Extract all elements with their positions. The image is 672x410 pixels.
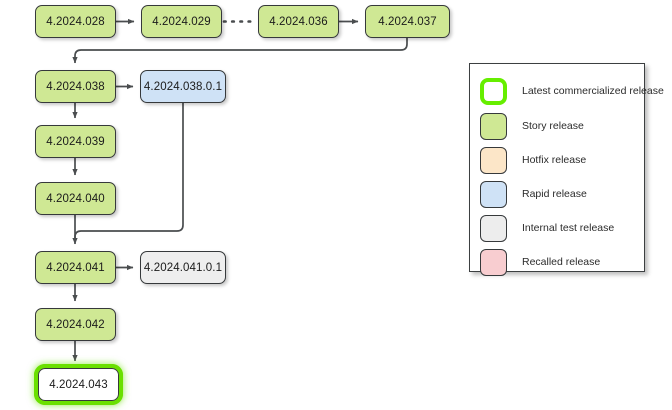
legend-label-hotfix: Hotfix release [522, 154, 587, 166]
node-n036[interactable]: 4.2024.036 [258, 5, 339, 38]
legend-swatch-latest [480, 77, 507, 105]
legend-item-hotfix: Hotfix release [480, 145, 586, 175]
node-n042[interactable]: 4.2024.042 [35, 308, 116, 341]
legend-label-story: Story release [522, 120, 584, 132]
node-n043[interactable]: 4.2024.043 [34, 364, 123, 405]
edge-037-038 [72, 38, 408, 64]
node-label: 4.2024.041 [46, 261, 105, 274]
node-n038_0_1[interactable]: 4.2024.038.0.1 [140, 70, 226, 103]
node-label: 4.2024.043 [49, 378, 108, 391]
node-label: 4.2024.037 [378, 15, 437, 28]
node-n029[interactable]: 4.2024.029 [141, 5, 222, 38]
node-n038[interactable]: 4.2024.038 [35, 70, 116, 103]
legend-item-internal: Internal test release [480, 213, 614, 243]
node-n041_0_1[interactable]: 4.2024.041.0.1 [140, 251, 226, 284]
legend-label-recalled: Recalled release [522, 256, 601, 268]
legend-label-rapid: Rapid release [522, 188, 587, 200]
legend-label-internal: Internal test release [522, 222, 615, 234]
node-label: 4.2024.038.0.1 [143, 80, 223, 93]
legend-item-recalled: Recalled release [480, 247, 600, 277]
node-n028[interactable]: 4.2024.028 [35, 5, 116, 38]
legend-item-story: Story release [480, 111, 584, 141]
legend-swatch-internal [480, 214, 507, 242]
node-label: 4.2024.036 [269, 15, 328, 28]
node-label: 4.2024.028 [46, 15, 105, 28]
legend-label-latest: Latest commercialized release [522, 85, 664, 97]
edge-038-0-1-041 [74, 103, 184, 240]
node-n039[interactable]: 4.2024.039 [35, 125, 116, 158]
node-label: 4.2024.038 [46, 80, 105, 93]
node-n041[interactable]: 4.2024.041 [35, 251, 116, 284]
legend-item-rapid: Rapid release [480, 179, 587, 209]
node-label: 4.2024.041.0.1 [143, 261, 223, 274]
legend-swatch-story [480, 112, 507, 140]
node-label: 4.2024.040 [46, 192, 105, 205]
node-n037[interactable]: 4.2024.037 [365, 5, 450, 38]
legend-swatch-hotfix [480, 146, 507, 174]
node-n040[interactable]: 4.2024.040 [35, 182, 116, 215]
legend-swatch-rapid [480, 180, 507, 208]
node-label: 4.2024.039 [46, 135, 105, 148]
legend-item-latest: Latest commercialized release [480, 76, 664, 106]
node-label: 4.2024.029 [152, 15, 211, 28]
node-label: 4.2024.042 [46, 318, 105, 331]
legend-swatch-recalled [480, 248, 507, 276]
